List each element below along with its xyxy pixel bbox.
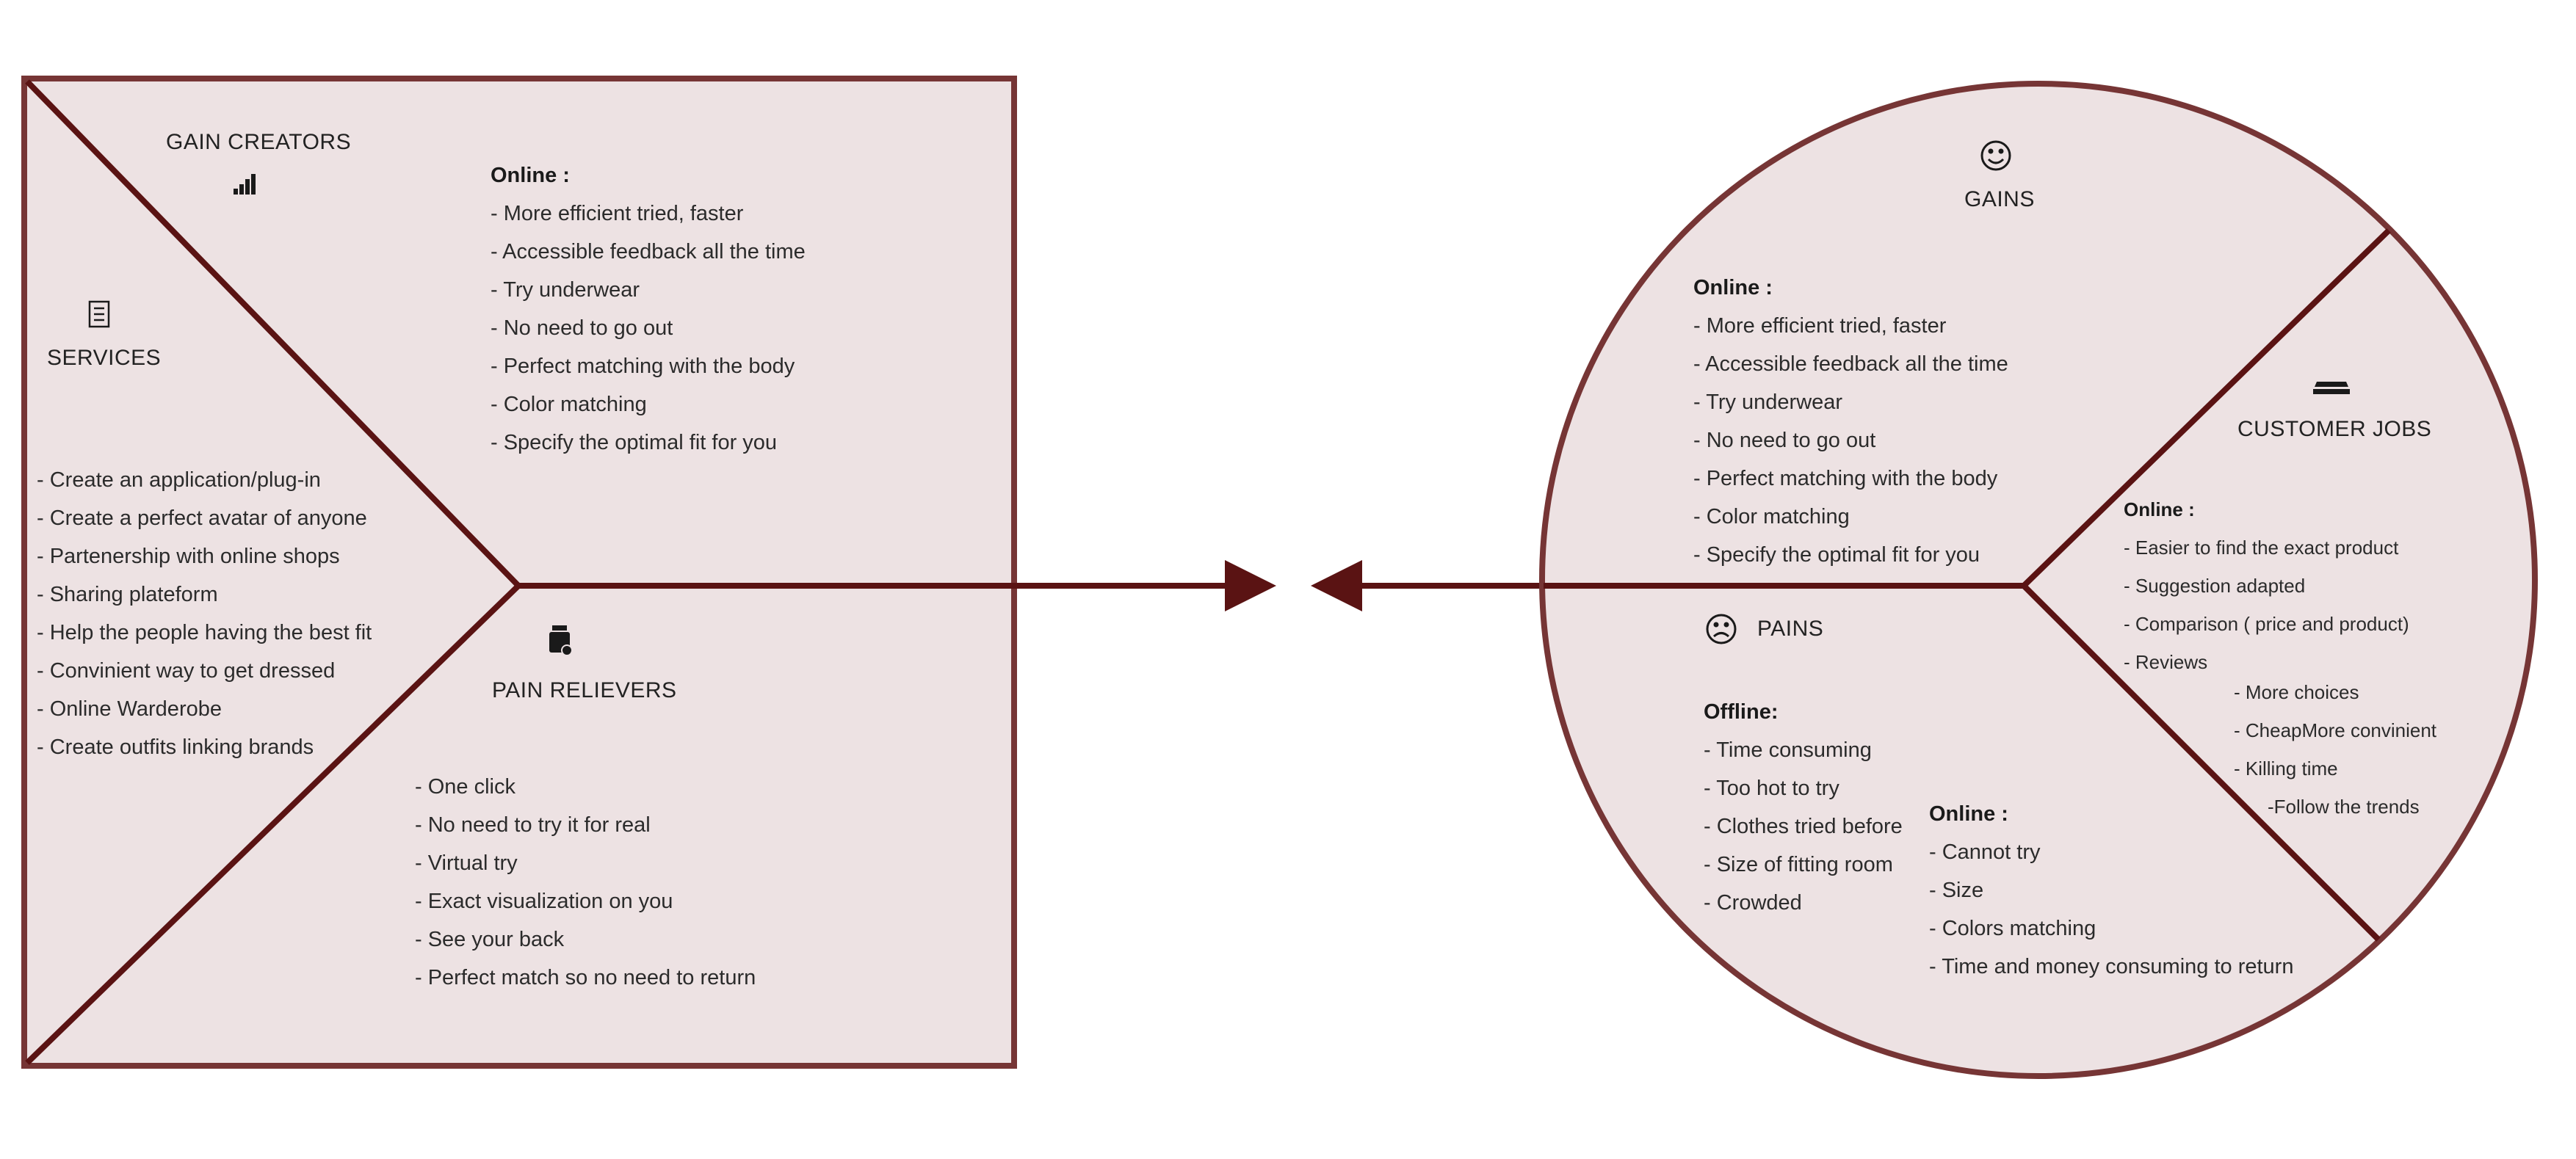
smiley-icon — [1980, 140, 2011, 171]
list-item: - Online Warderobe — [37, 697, 222, 721]
list-item: - No need to go out — [491, 316, 673, 340]
list-item: - CheapMore convinient — [2234, 719, 2437, 741]
list-item: - Create an application/plug-in — [37, 468, 321, 492]
list-item: - Easier to find the exact product — [2124, 537, 2399, 559]
list-item: - Time consuming — [1704, 738, 1872, 762]
list-item: - Perfect match so no need to return — [415, 966, 756, 989]
pains-online-list: - Cannot try - Size - Colors matching - … — [1929, 833, 2293, 986]
pains-title: PAINS — [1757, 617, 1824, 641]
pain-relievers-divider — [25, 584, 521, 1065]
list-item: - More efficient tried, faster — [1693, 314, 1947, 338]
list-item: - Color matching — [491, 393, 647, 416]
gain-creators-title: GAIN CREATORS — [166, 130, 352, 154]
checklist-icon — [88, 300, 110, 328]
customer-jobs-sublist: - More choices - CheapMore convinient - … — [2234, 673, 2436, 826]
list-item: - Help the people having the best fit — [37, 621, 372, 644]
gain-creators-heading: Online : — [491, 164, 570, 187]
list-item: - Size — [1929, 879, 1984, 902]
list-item: - No need to go out — [1693, 429, 1876, 452]
list-item: - Convinient way to get dressed — [37, 659, 336, 683]
bar-chart-icon — [234, 174, 256, 195]
customer-jobs-list: - Easier to find the exact product - Sug… — [2124, 528, 2409, 681]
list-item: - Sharing plateform — [37, 583, 218, 606]
medicine-bottle-icon — [549, 625, 573, 656]
gain-creators-list: - More efficient tried, faster - Accessi… — [491, 195, 806, 462]
list-item: - Too hot to try — [1704, 777, 1839, 800]
pain-relievers-title: PAIN RELIEVERS — [492, 678, 677, 702]
list-item: - Time and money consuming to return — [1929, 955, 2294, 978]
list-item: - Suggestion adapted — [2124, 575, 2306, 597]
list-item: - Reviews — [2124, 651, 2208, 673]
services-title: SERVICES — [47, 346, 162, 370]
arrow-left-icon — [1311, 560, 1362, 611]
arrow-right-icon — [1225, 560, 1276, 611]
gains-jobs-divider — [2022, 228, 2391, 588]
list-item: - Specify the optimal fit for you — [491, 431, 778, 454]
pain-relievers-list: - One click - No need to try it for real… — [415, 768, 756, 997]
list-item: - See your back — [415, 928, 565, 951]
list-item: - Color matching — [1693, 505, 1850, 528]
list-item: - Clothes tried before — [1704, 815, 1903, 838]
list-item: - Specify the optimal fit for you — [1693, 543, 1980, 567]
list-item: - Create outfits linking brands — [37, 735, 314, 759]
list-item: - Crowded — [1704, 891, 1802, 915]
pains-online-heading: Online : — [1929, 802, 2008, 826]
customer-jobs-title: CUSTOMER JOBS — [2237, 417, 2432, 441]
customer-jobs-heading: Online : — [2124, 498, 2195, 520]
list-item: - Create a perfect avatar of anyone — [37, 506, 367, 530]
list-item: - Accessible feedback all the time — [1693, 352, 2008, 376]
list-item: - Perfect matching with the body — [491, 355, 795, 378]
list-item: - Partenership with online shops — [37, 545, 340, 568]
list-item: - No need to try it for real — [415, 813, 651, 837]
list-item: - One click — [415, 775, 515, 799]
gain-creators-divider — [25, 79, 521, 588]
stapler-icon — [2313, 382, 2350, 394]
list-item: - Accessible feedback all the time — [491, 240, 806, 264]
services-list: - Create an application/plug-in - Create… — [37, 461, 372, 766]
list-item: - Comparison ( price and product) — [2124, 613, 2409, 635]
list-item: - Try underwear — [491, 278, 640, 302]
list-item: - More efficient tried, faster — [491, 202, 744, 225]
list-item: - Virtual try — [415, 851, 518, 875]
list-item: - Colors matching — [1929, 917, 2096, 940]
list-item: - Size of fitting room — [1704, 853, 1893, 876]
pains-offline-heading: Offline: — [1704, 700, 1779, 724]
value-map-square — [21, 76, 1017, 1069]
list-item: - Killing time — [2234, 757, 2338, 780]
jobs-pains-divider — [2022, 584, 2381, 942]
list-item: - Cannot try — [1929, 840, 2041, 864]
list-item: - Perfect matching with the body — [1693, 467, 1998, 490]
gains-title: GAINS — [1964, 187, 2035, 211]
gains-heading: Online : — [1693, 276, 1773, 299]
pains-offline-list: - Time consuming - Too hot to try - Clot… — [1704, 731, 1903, 922]
sad-face-icon — [1706, 614, 1737, 644]
gains-list: - More efficient tried, faster - Accessi… — [1693, 307, 2008, 574]
list-item: - More choices — [2234, 681, 2359, 703]
list-item: - Try underwear — [1693, 390, 1843, 414]
list-item: -Follow the trends — [2268, 796, 2420, 818]
list-item: - Exact visualization on you — [415, 890, 673, 913]
